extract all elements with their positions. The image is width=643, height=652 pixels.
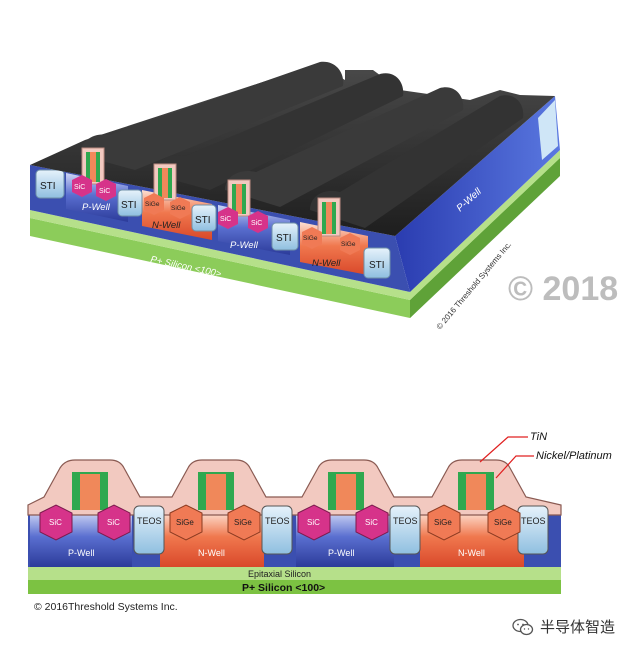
sic-label: SiC (307, 518, 320, 527)
epitaxial-strip (30, 150, 560, 300)
sic-label: SiC (49, 518, 62, 527)
sti-label: STI (369, 260, 385, 271)
watermark: © 2018 (508, 270, 618, 308)
gate-2d-1 (72, 472, 108, 510)
sti-block (271, 222, 299, 251)
sic-hex (96, 179, 116, 201)
sic-hex (39, 504, 73, 541)
p-well-label: P-Well (82, 202, 111, 213)
sige-hex (302, 227, 322, 249)
sige-label: SiGe (494, 518, 512, 527)
sic-hex (248, 211, 268, 233)
gate-stack-2 (153, 163, 177, 201)
substrate-label: P+ Silicon <100> (242, 582, 325, 594)
teos-label: TEOS (137, 516, 162, 526)
sic-hex (297, 504, 331, 541)
sige-hex (170, 197, 190, 219)
epitaxial-bar (28, 567, 561, 580)
p-well-label: P-Well (68, 548, 94, 558)
sige-label: SiGe (145, 201, 160, 208)
gate-ridge-2 (155, 73, 404, 190)
ni-pt-callout-line (495, 455, 534, 479)
substrate-slab (30, 158, 560, 318)
sti-block (117, 189, 143, 217)
gate-2d-4 (458, 472, 494, 510)
epitaxial-label: Epitaxial Silicon (248, 569, 311, 579)
gate-2d-3 (328, 472, 364, 510)
sti-block (191, 204, 217, 232)
gate-ridge-4 (310, 95, 524, 229)
n-well-label: N-Well (198, 548, 225, 558)
teos-block (389, 505, 421, 555)
wechat-icon (512, 618, 534, 635)
cross-section: SiC SiC SiGe SiGe SiC SiC SiGe SiGe TEOS… (27, 431, 612, 594)
sic-label: SiC (365, 518, 378, 527)
right-face-pwell (395, 96, 560, 292)
teos-block (261, 505, 293, 555)
sic-label: SiC (99, 188, 110, 195)
sige-hex (227, 504, 261, 541)
sti-block (363, 247, 391, 279)
cross-section-copyright: © 2016Threshold Systems Inc. (34, 601, 178, 613)
gate-ridge-1 (80, 61, 344, 170)
sige-hex (144, 193, 164, 215)
isometric-view: STI STI STI STI STI SiC SiC SiGe SiGe Si… (30, 61, 560, 331)
sic-label: SiC (74, 184, 85, 191)
sige-hex (169, 504, 203, 541)
sic-hex (72, 175, 92, 197)
sti-label: STI (195, 215, 211, 226)
p-well-label: P-Well (230, 240, 259, 251)
sic-label: SiC (220, 216, 231, 223)
brand-watermark: 半导体智造 (512, 616, 615, 637)
p-well-label: P-Well (328, 548, 354, 558)
gate-stack-1 (81, 147, 105, 185)
gate-2d-2 (198, 472, 234, 510)
tin-callout: TiN (530, 431, 547, 443)
sige-label: SiGe (234, 518, 252, 527)
top-liner (27, 459, 562, 516)
brand-text: 半导体智造 (540, 618, 616, 636)
gate-stack-4 (317, 197, 341, 237)
n-well-label: N-Well (152, 220, 181, 231)
teos-block (133, 505, 165, 555)
sic-hex (97, 504, 131, 541)
sige-hex (487, 504, 521, 541)
sic-hex (218, 207, 238, 229)
sti-label: STI (40, 181, 56, 192)
tin-callout-line (479, 436, 528, 463)
sige-hex (340, 233, 360, 255)
teos-block (517, 505, 549, 555)
sti-block (35, 169, 65, 199)
n-well-label: N-Well (312, 258, 341, 269)
gate-stack-3 (227, 179, 251, 217)
sige-label: SiGe (303, 235, 318, 242)
sige-label: SiGe (341, 241, 356, 248)
ni-pt-callout: Nickel/Platinum (536, 450, 612, 462)
teos-label: TEOS (521, 516, 546, 526)
substrate-side (410, 158, 560, 318)
teos-label: TEOS (265, 516, 290, 526)
sige-label: SiGe (171, 205, 186, 212)
n-well-label: N-Well (458, 548, 485, 558)
sti-label: STI (276, 233, 292, 244)
sic-label: SiC (251, 220, 262, 227)
sti-label: STI (121, 200, 137, 211)
sige-label: SiGe (176, 518, 194, 527)
sige-label: SiGe (434, 518, 452, 527)
sige-hex (427, 504, 461, 541)
gate-ridge-3 (225, 87, 464, 207)
substrate-bar (28, 580, 561, 594)
right-face-edge (538, 100, 558, 160)
sic-label: SiC (107, 518, 120, 527)
teos-label: TEOS (393, 516, 418, 526)
sic-hex (355, 504, 389, 541)
